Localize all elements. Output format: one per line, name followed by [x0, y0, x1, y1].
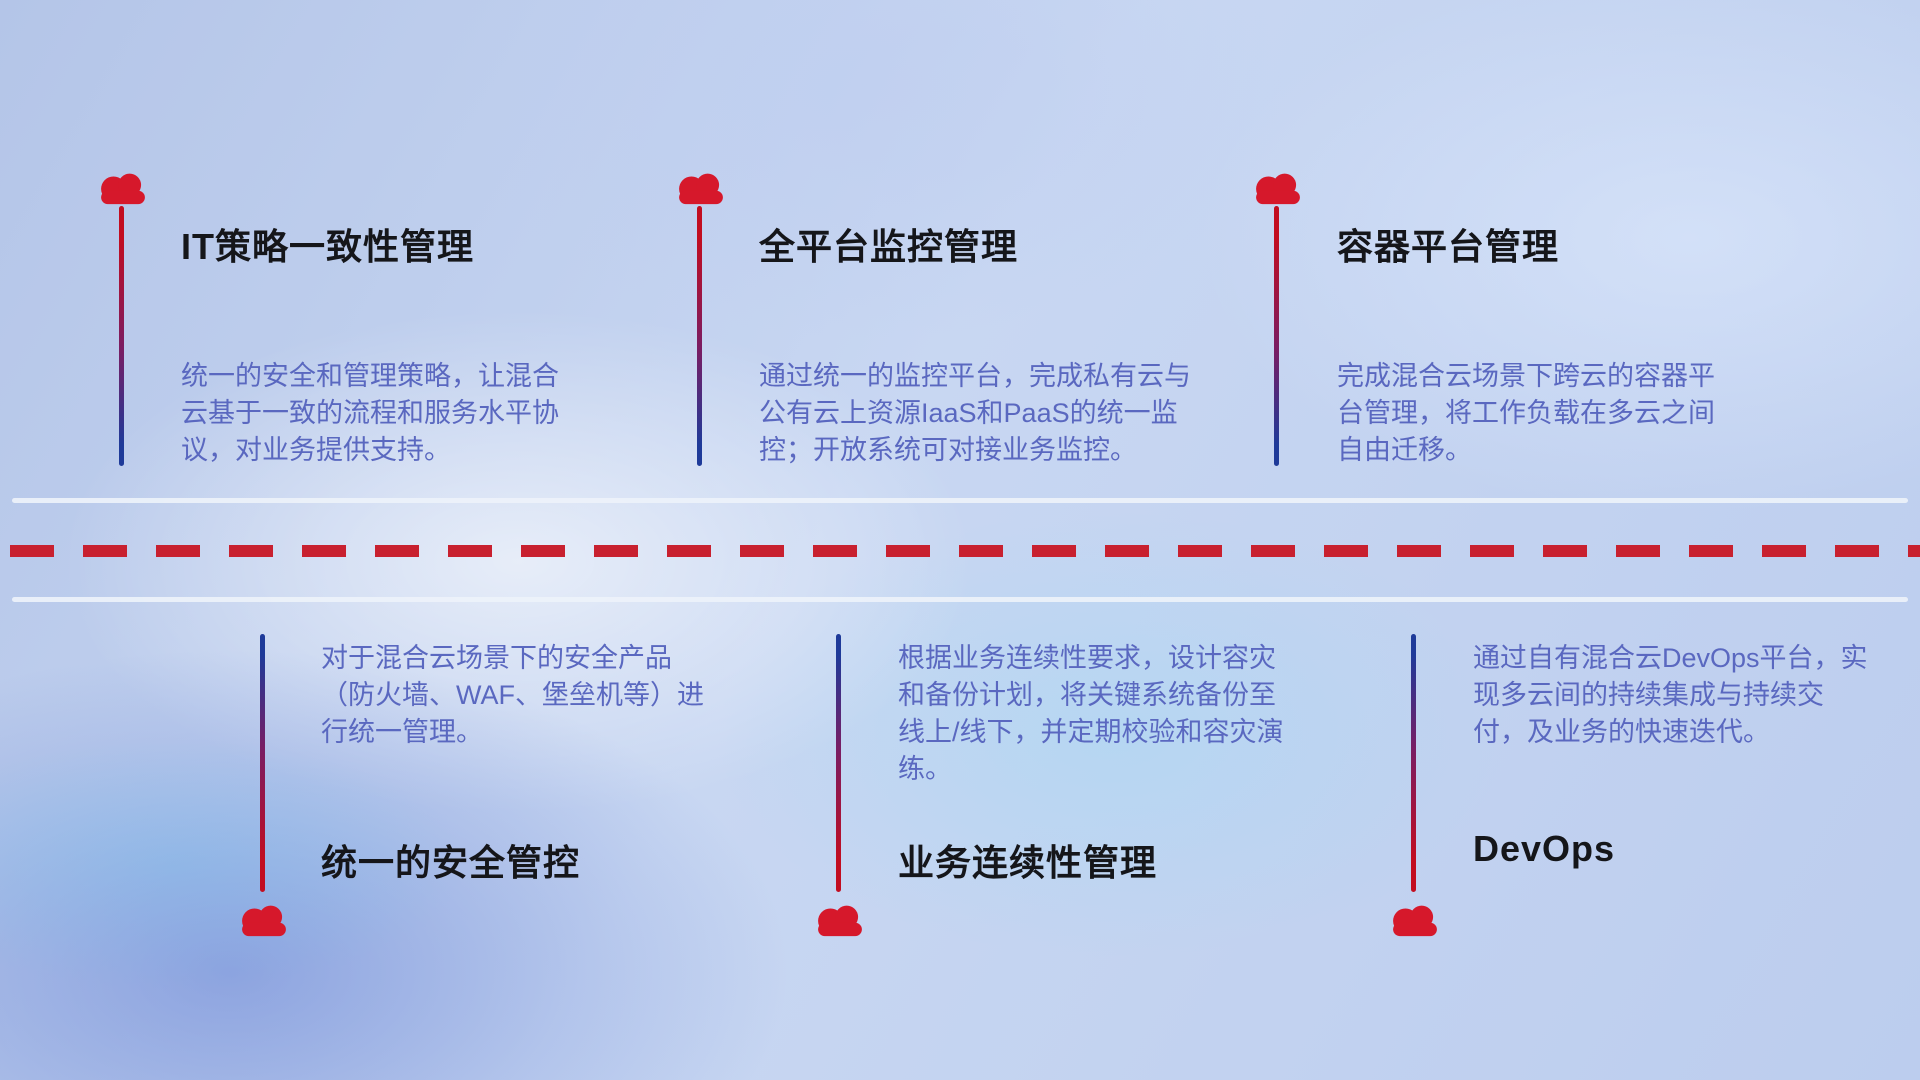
- divider-line-bottom: [12, 597, 1908, 602]
- cloud-icon: [94, 166, 152, 206]
- cloud-icon: [1249, 166, 1307, 206]
- feature-title: DevOps: [1473, 828, 1616, 869]
- timeline-stem: [1274, 206, 1279, 466]
- cloud-icon: [811, 898, 869, 938]
- feature-title: 业务连续性管理: [898, 842, 1158, 883]
- divider-line-top: [12, 498, 1908, 503]
- feature-description: 通过自有混合云DevOps平台，实现多云间的持续集成与持续交付，及业务的快速迭代…: [1473, 643, 1868, 747]
- feature-title: 统一的安全管控: [321, 842, 581, 883]
- feature-description: 统一的安全和管理策略，让混合云基于一致的流程和服务水平协议，对业务提供支持。: [181, 361, 559, 465]
- timeline-stem: [1411, 634, 1416, 892]
- timeline-stem: [119, 206, 124, 466]
- timeline-stem: [836, 634, 841, 892]
- feature-title: 容器平台管理: [1337, 226, 1560, 267]
- timeline-stem: [697, 206, 702, 466]
- feature-description: 对于混合云场景下的安全产品（防火墙、WAF、堡垒机等）进行统一管理。: [321, 643, 704, 747]
- feature-description: 根据业务连续性要求，设计容灾和备份计划，将关键系统备份至线上/线下，并定期校验和…: [898, 643, 1284, 784]
- dashed-timeline: [10, 545, 1920, 557]
- feature-title: 全平台监控管理: [759, 226, 1019, 267]
- cloud-icon: [1386, 898, 1444, 938]
- cloud-icon: [235, 898, 293, 938]
- timeline-stem: [260, 634, 265, 892]
- feature-title: IT策略一致性管理: [181, 226, 474, 267]
- feature-description: 完成混合云场景下跨云的容器平台管理，将工作负载在多云之间自由迁移。: [1337, 361, 1715, 465]
- feature-description: 通过统一的监控平台，完成私有云与公有云上资源IaaS和PaaS的统一监控；开放系…: [759, 361, 1191, 465]
- cloud-icon: [672, 166, 730, 206]
